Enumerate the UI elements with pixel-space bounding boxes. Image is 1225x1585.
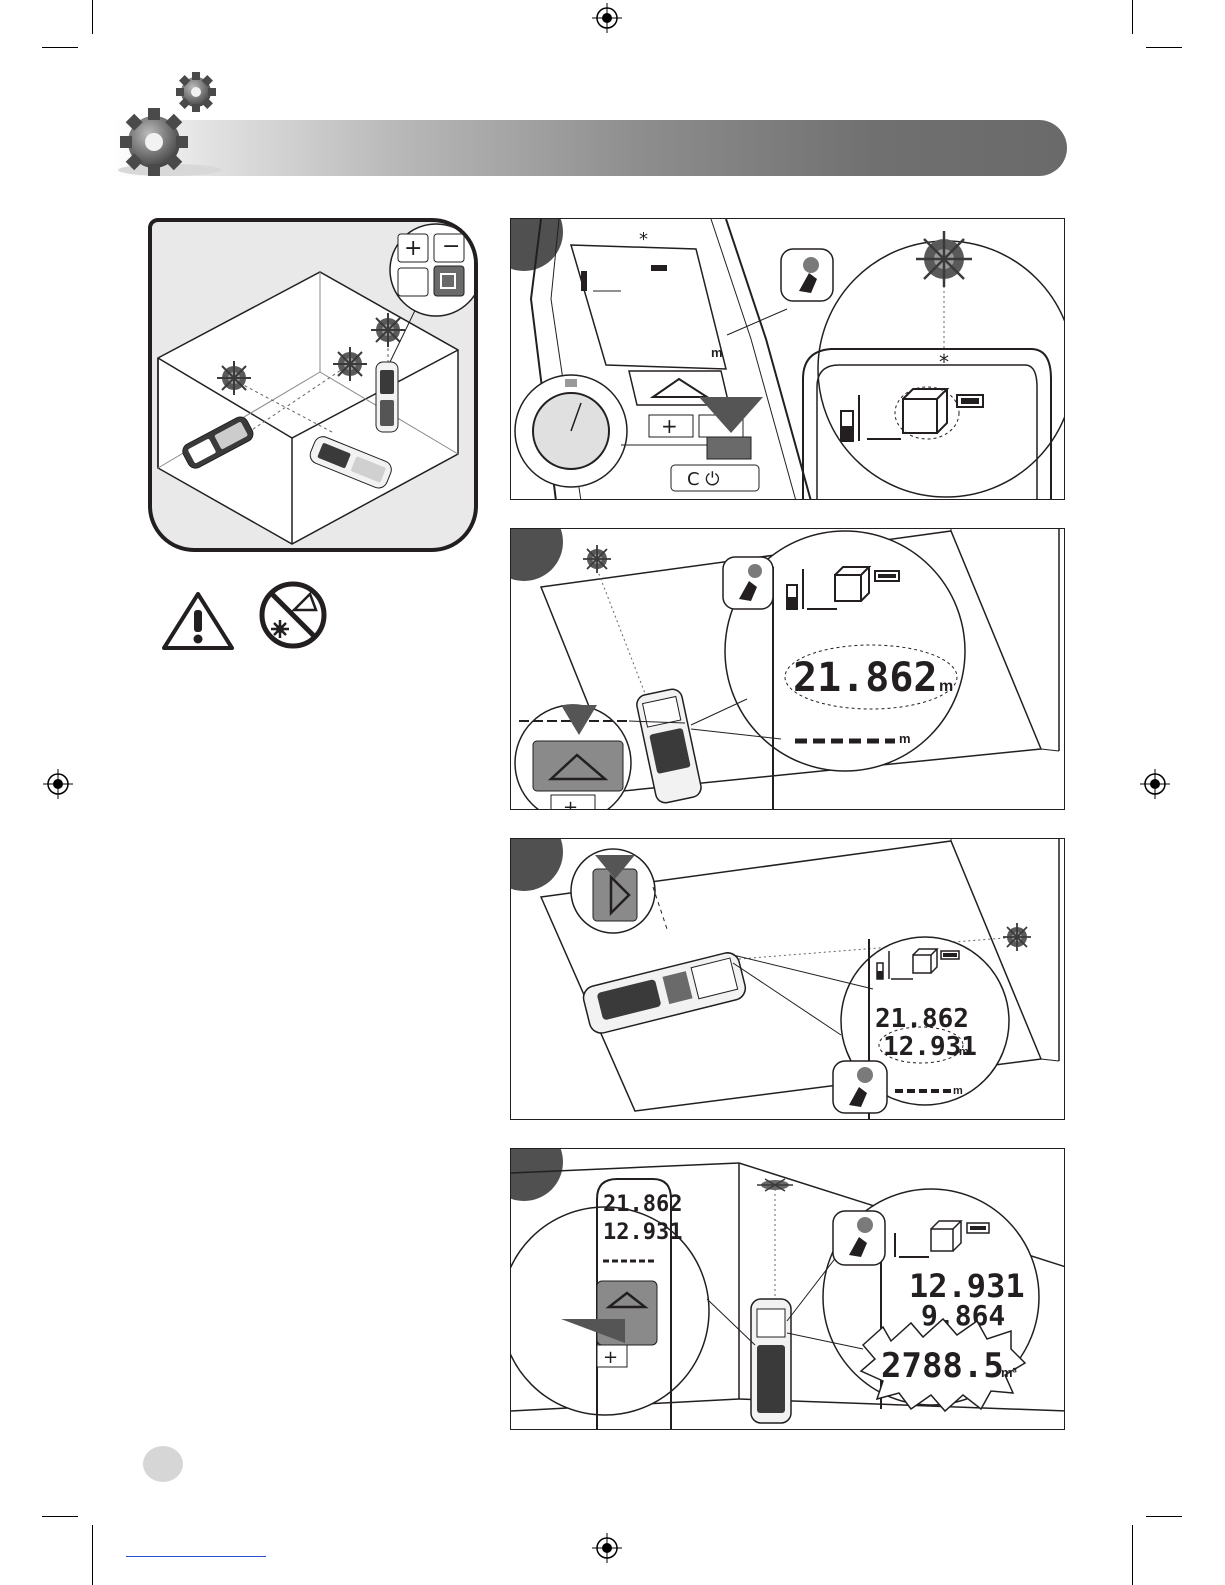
volume-result: 2788.5 (881, 1346, 1004, 1386)
distance-meter-device (376, 362, 398, 432)
crop-mark (92, 0, 93, 34)
laser-spot-icon (916, 231, 972, 287)
info-hand-icon (723, 557, 773, 609)
battery-icon (875, 571, 899, 581)
volume-cube-icon (434, 266, 464, 296)
svg-text:m: m (939, 678, 953, 695)
gears-icon (112, 70, 232, 180)
laser-spot-icon (1003, 923, 1031, 951)
room-illustration: + − (152, 222, 478, 552)
svg-text:m: m (959, 1046, 969, 1058)
step-2-panel: + 21.862 m m (510, 528, 1065, 810)
registration-mark-bottom (592, 1533, 622, 1563)
laser-spot-icon (583, 545, 611, 573)
svg-text:m: m (953, 1085, 963, 1097)
crop-mark (1132, 0, 1133, 34)
svg-text:m: m (899, 731, 911, 746)
battery-icon (957, 395, 983, 407)
info-hand-icon (727, 249, 833, 335)
laser-spot-icon (333, 347, 367, 381)
step-4-illustration: 21.862 12.931 + 12.931 9.864 (511, 1149, 1065, 1430)
svg-text:+: + (404, 236, 422, 261)
laser-spot-icon (757, 1179, 793, 1191)
svg-text:m³: m³ (1001, 1365, 1018, 1380)
step-1-illustration: * + C ⏻ (511, 219, 1065, 500)
battery-icon (941, 951, 959, 959)
no-laser-eye-icon (258, 580, 328, 650)
crop-mark (92, 1525, 93, 1585)
distance-meter-device (751, 1299, 791, 1423)
svg-text:−: − (442, 234, 460, 259)
crop-mark (42, 1516, 78, 1517)
step-1-panel: * + C ⏻ (510, 218, 1065, 500)
info-hand-icon (833, 1061, 887, 1113)
svg-text:+: + (661, 414, 678, 438)
step-2-illustration: + 21.862 m m (511, 529, 1065, 810)
svg-text:*: * (939, 350, 949, 374)
svg-text:+: + (603, 1347, 618, 1368)
step-4-panel: 21.862 12.931 + 12.931 9.864 (510, 1148, 1065, 1430)
crop-mark (42, 47, 78, 48)
battery-icon (967, 1223, 989, 1233)
step-3-panel: 21.862 12.931 m m (510, 838, 1065, 1120)
warning-triangle-icon (160, 590, 236, 652)
registration-mark-right (1140, 769, 1170, 799)
distance-reading: 21.862 (875, 1004, 969, 1034)
registration-mark-top (592, 3, 622, 33)
svg-text:+: + (563, 797, 578, 810)
svg-text:m: m (711, 345, 723, 360)
registration-mark-left (43, 769, 73, 799)
bottom-link-rule (126, 1556, 266, 1557)
crop-mark (1146, 47, 1182, 48)
crop-mark (1146, 1516, 1182, 1517)
distance-reading: 21.862 (603, 1192, 682, 1217)
section-header-bar (112, 120, 1067, 176)
svg-text:C ⏻: C ⏻ (687, 469, 720, 490)
info-hand-icon (833, 1211, 885, 1265)
distance-reading: 12.931 (603, 1220, 682, 1245)
step-3-illustration: 21.862 12.931 m m (511, 839, 1065, 1120)
crop-mark (1132, 1525, 1133, 1585)
distance-reading: 21.862 (793, 655, 938, 701)
overview-room-panel: + − (148, 218, 478, 552)
page-number-badge (143, 1446, 183, 1482)
laser-spot-icon (217, 361, 251, 395)
